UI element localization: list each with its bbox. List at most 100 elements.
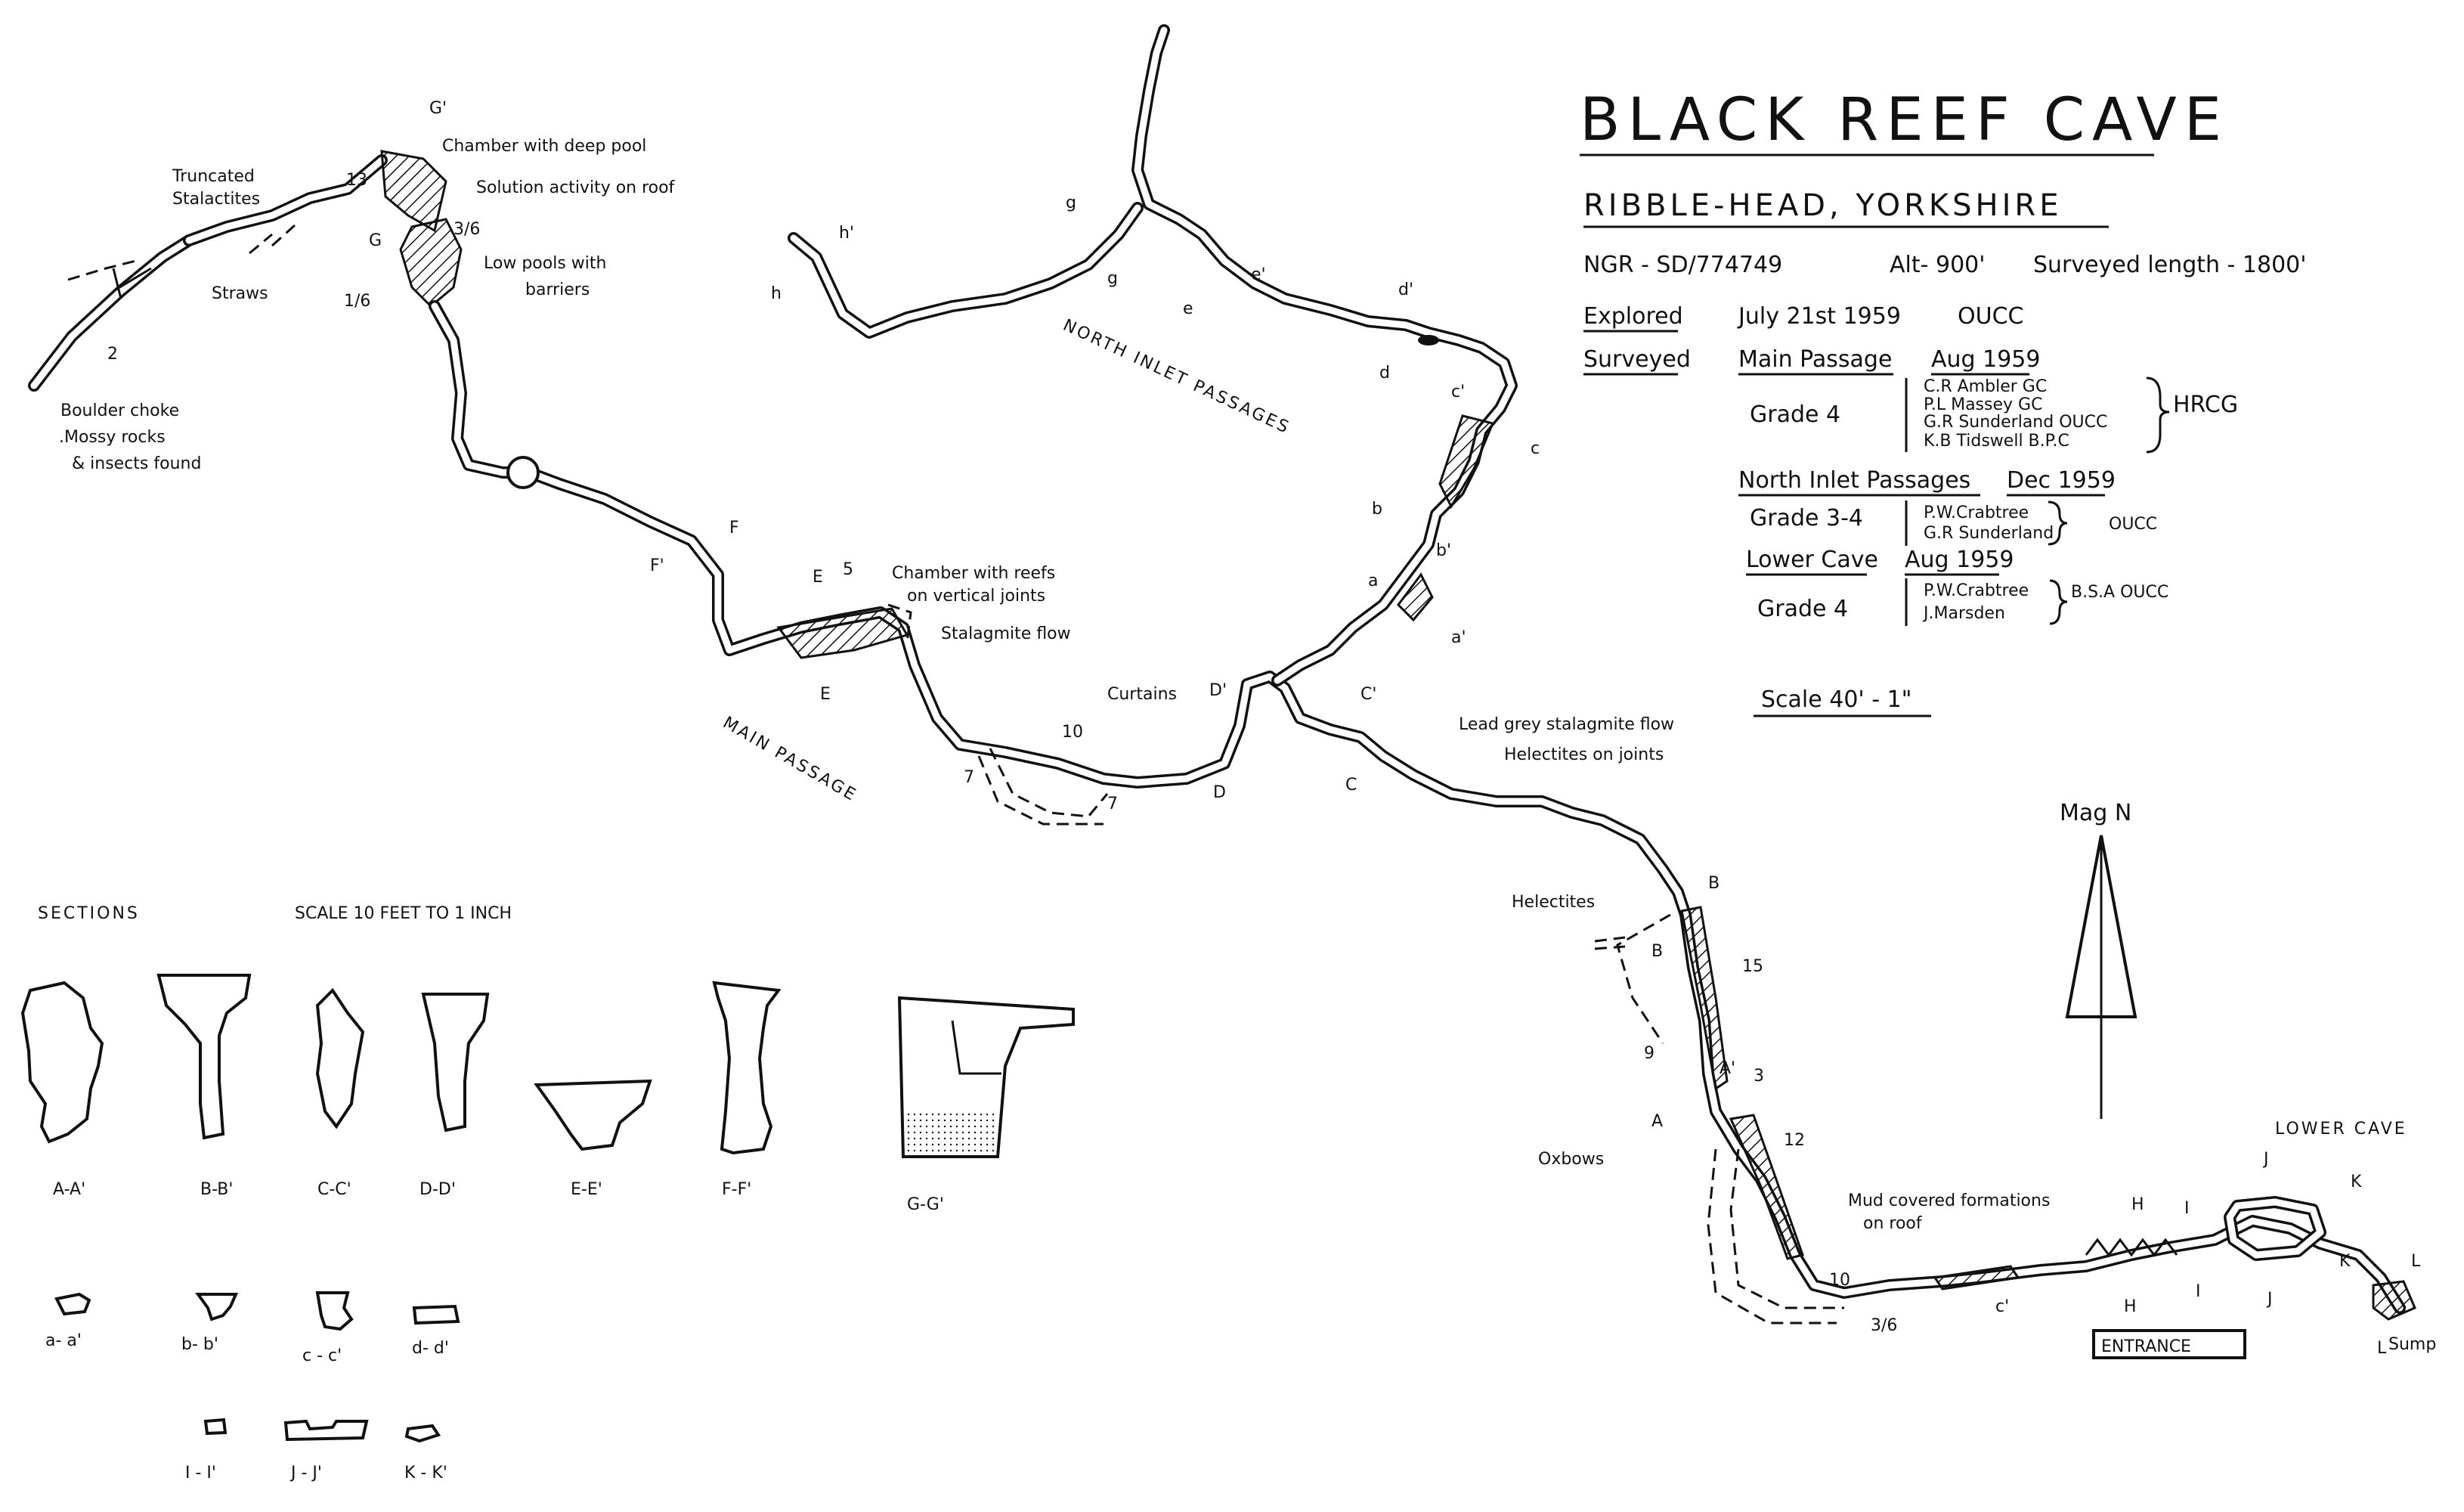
height-5: 5 [843,560,853,579]
lower-surveyor-1: P.W.Crabtree [1924,581,2029,600]
note-curtains: Curtains [1107,685,1177,704]
north-inlet-passage [1131,24,1518,686]
station-b-lower-prime: b' [1436,541,1451,560]
station-j-bottom: J [2266,1290,2273,1309]
note-boulder-3: & insects found [72,454,201,473]
section-small-j [283,1419,369,1442]
sections-heading: SECTIONS [38,904,140,923]
map-title: BLACK REEF CAVE [1580,86,2229,154]
section-label-small-a: a- a' [45,1331,82,1350]
label-north-inlet: NORTH INLET PASSAGES [1060,316,1293,438]
station-f-prime: F' [650,556,664,575]
note-truncated-2: Stalactites [172,190,260,209]
section-label-small-j: J - J' [289,1464,322,1483]
note-low-pools-2: barriers [525,280,590,299]
pool-circle [506,456,540,489]
note-entrance: ENTRANCE [2101,1337,2191,1356]
station-f: F [729,519,739,538]
station-a-lower: a [1368,572,1378,590]
height-12: 12 [1784,1131,1805,1150]
main-surveyor-1: C.R Ambler GC [1924,377,2047,396]
height-3-6-upper: 3/6 [453,220,480,239]
section-e-e [534,1079,652,1151]
station-d-prime: D' [1209,681,1227,700]
station-h-bottom: H [2124,1297,2137,1316]
station-e-lower: e [1183,299,1193,318]
note-helectites: Helectites [1512,893,1595,912]
chamber-deep-pool [380,150,447,233]
section-label-g: G-G' [907,1195,944,1214]
section-label-c: C-C' [317,1180,351,1199]
scale-text: Scale 40' - 1" [1761,686,1911,713]
north-surveyor-1: P.W.Crabtree [1924,503,2029,522]
main-passage-grade: Grade 4 [1750,401,1840,428]
section-small-d [412,1304,460,1325]
north-inlet-grade: Grade 3-4 [1750,505,1863,531]
label-main-passage: MAIN PASSAGE [720,714,860,806]
section-label-small-c: c - c' [302,1346,342,1365]
section-label-e: E-E' [571,1180,602,1199]
oxbow-dashed-3 [977,755,1104,826]
section-b-b [156,974,252,1140]
section-small-b [195,1293,239,1321]
ngr-text: NGR - SD/774749 [1583,252,1782,278]
north-surveyor-2: G.R Sunderland [1924,524,2054,543]
oxbow-dashed-4 [1729,1148,1844,1309]
note-mud-2: on roof [1863,1214,1923,1233]
north-arrow: Mag N [2060,800,2137,1119]
section-label-d: D-D' [419,1180,456,1199]
title-block: BLACK REEF CAVE RIBBLE-HEAD, YORKSHIRE N… [1580,86,2307,717]
oxbow-dashed-6 [1616,913,1671,1044]
oxbow-dashed-7 [1594,936,1626,950]
section-f-f [712,981,782,1155]
passage-boulder-choke-inner [30,237,193,389]
height-3-6-lower: 3/6 [1871,1316,1897,1335]
explored-label: Explored [1583,303,1683,330]
section-label-small-i: I - I' [185,1464,216,1483]
station-e-top: E [813,568,823,587]
note-sump: Sump [2388,1335,2436,1354]
note-reefs-2: on vertical joints [907,587,1045,606]
section-label-a: A-A' [53,1180,85,1199]
lower-club-brace [2049,579,2068,625]
reef-dashed [887,603,912,643]
height-3: 3 [1754,1067,1764,1086]
truncated-stal-mark [112,267,152,299]
map-subtitle: RIBBLE-HEAD, YORKSHIRE [1583,188,2063,223]
section-d-d [421,993,490,1132]
station-j-top: J [2262,1150,2269,1169]
height-15: 15 [1742,957,1763,976]
oxbow-dashed-5 [1707,1148,1837,1325]
section-small-i [203,1418,228,1436]
station-g: G [369,231,382,250]
station-c-lower: c [1531,439,1540,458]
section-label-small-b: b- b' [181,1335,218,1354]
lower-cave-club: B.S.A OUCC [2071,583,2168,602]
station-i-bottom: I [2196,1282,2201,1301]
station-h-prime: h' [839,224,854,243]
lower-cave-grade: Grade 4 [1757,596,1848,622]
station-d-lower-prime: d' [1398,280,1413,299]
height-13: 13 [346,171,367,190]
note-reefs-1: Chamber with reefs [892,564,1055,583]
note-boulder-1: Boulder choke [60,401,179,420]
chamber-reefs [776,607,909,659]
note-low-pools-1: Low pools with [484,254,606,273]
north-inlet-survey-label: North Inlet Passages [1738,467,1970,494]
note-solution: Solution activity on roof [476,178,676,197]
sump-pool [2372,1280,2416,1321]
station-g-prime: G' [429,99,447,118]
section-label-small-d: d- d' [412,1339,449,1358]
section-c-c [315,987,365,1129]
section-small-c [315,1291,354,1331]
station-c-lower-cave: c' [1995,1297,2009,1316]
station-a-lower-prime: a' [1451,628,1466,647]
station-l-bottom: L [2377,1339,2387,1358]
annotations: Chamber with deep pool Solution activity… [59,137,2436,1359]
main-surveyor-2: P.L Massey GC [1924,395,2042,414]
explored-date: July 21st 1959 [1737,303,1901,330]
entrance-box [2092,1329,2246,1359]
north-inlet-branch-inner [790,204,1141,336]
main-group-brace [2146,376,2170,454]
